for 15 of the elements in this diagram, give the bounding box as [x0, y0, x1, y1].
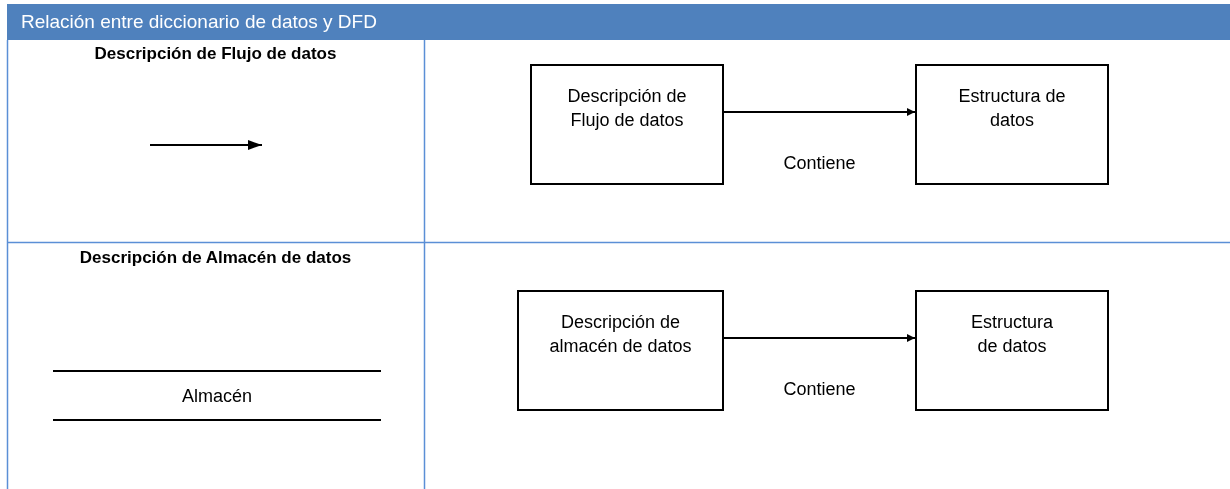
data-store-symbol [53, 370, 381, 421]
process-box [530, 64, 724, 185]
node-text: Descripción de almacén de datos [548, 311, 693, 358]
table-header: Relación entre diccionario de datos y DFD [7, 4, 1230, 40]
node-text: Almacén [182, 384, 252, 408]
column-heading: Descripción de Flujo de datos [93, 44, 338, 64]
column-heading: Descripción de Almacén de datos [78, 248, 353, 268]
arrow [723, 108, 916, 116]
process-box [915, 290, 1109, 411]
process-box [915, 64, 1109, 185]
process-box [517, 290, 724, 411]
arrow [723, 334, 916, 342]
node-text: Descripción de Flujo de datos [566, 85, 688, 132]
node-text: Estructura de datos [970, 311, 1054, 358]
node-text: Estructura de datos [957, 85, 1067, 132]
